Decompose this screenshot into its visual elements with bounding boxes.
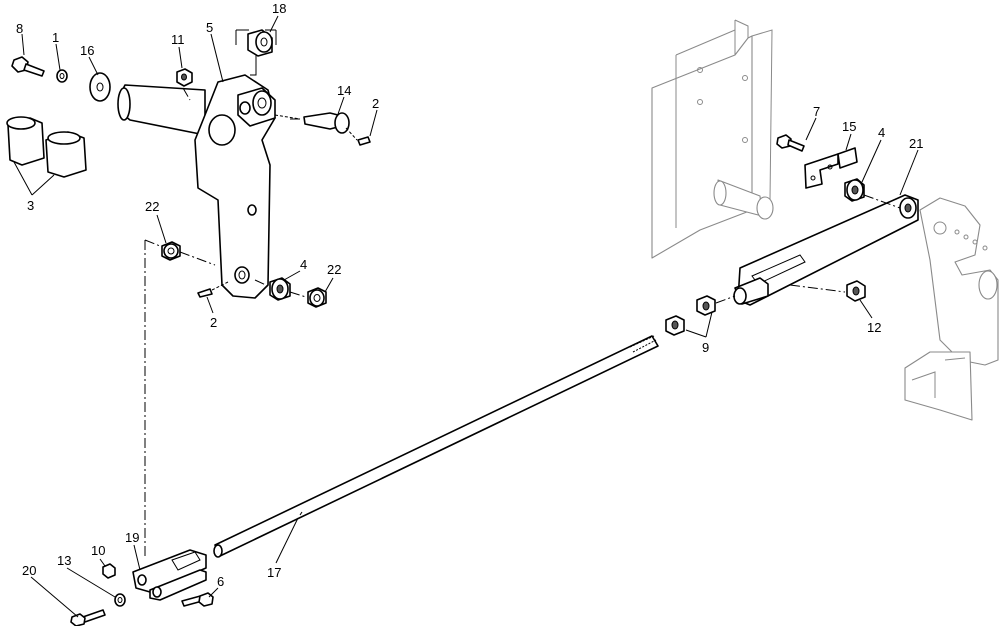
callout-16: 16: [80, 43, 94, 58]
pin-14: [274, 112, 350, 134]
callout-14: 14: [337, 83, 351, 98]
callout-2-lower: 2: [210, 315, 217, 330]
bell-crank-arm: [117, 74, 276, 299]
callout-19: 19: [125, 530, 139, 545]
callout-15: 15: [842, 119, 856, 134]
callout-20: 20: [22, 563, 36, 578]
callout-12: 12: [867, 320, 881, 335]
bolt-8: [11, 56, 45, 77]
rod-17: [213, 335, 659, 558]
link-21: [715, 194, 919, 306]
callout-8: 8: [16, 21, 23, 36]
callout-22-right: 22: [327, 262, 341, 277]
bolt-6: [181, 592, 214, 607]
callout-18: 18: [272, 1, 286, 16]
spacer-18: [235, 29, 277, 76]
callout-2-upper: 2: [372, 96, 379, 111]
callout-10: 10: [91, 543, 105, 558]
bushing-22-right: [307, 287, 327, 308]
callout-21: 21: [909, 136, 923, 151]
nut-11: [176, 68, 193, 87]
callout-3: 3: [27, 198, 34, 213]
bushing-pair: [6, 116, 87, 178]
assembly-center-lines: [144, 87, 307, 558]
bearing-4-left: [269, 277, 291, 301]
callout-6: 6: [217, 574, 224, 589]
bolt-7: [776, 134, 805, 152]
washer-13: [114, 593, 126, 607]
callout-17: 17: [267, 565, 281, 580]
bolt-20: [70, 609, 106, 626]
callout-9: 9: [702, 340, 709, 355]
clevis-19: [132, 549, 207, 601]
washer-1: [56, 69, 68, 83]
nut-10: [102, 563, 116, 579]
nut-12: [789, 280, 866, 302]
callout-22-left: 22: [145, 199, 159, 214]
callout-labels: 1 2 2 3 4 4 5 6 7 8 9 10 11 12 13 14 15 …: [16, 1, 923, 589]
bushing-22-left: [161, 241, 181, 261]
callout-4-left: 4: [300, 257, 307, 272]
bracket-15: [804, 147, 858, 189]
frame-background: [651, 19, 999, 421]
cotter-pin-2-lower: [197, 281, 229, 298]
bearing-4-right: [844, 178, 901, 209]
disc-16: [89, 72, 111, 102]
callout-5: 5: [206, 20, 213, 35]
callout-11: 11: [171, 32, 185, 47]
nut-9-pair: [665, 295, 716, 336]
callout-1: 1: [52, 30, 59, 45]
cotter-pin-2-upper: [345, 127, 371, 146]
callout-7: 7: [813, 104, 820, 119]
callout-4-right: 4: [878, 125, 885, 140]
leader-lines: [13, 15, 919, 618]
callout-13: 13: [57, 553, 71, 568]
